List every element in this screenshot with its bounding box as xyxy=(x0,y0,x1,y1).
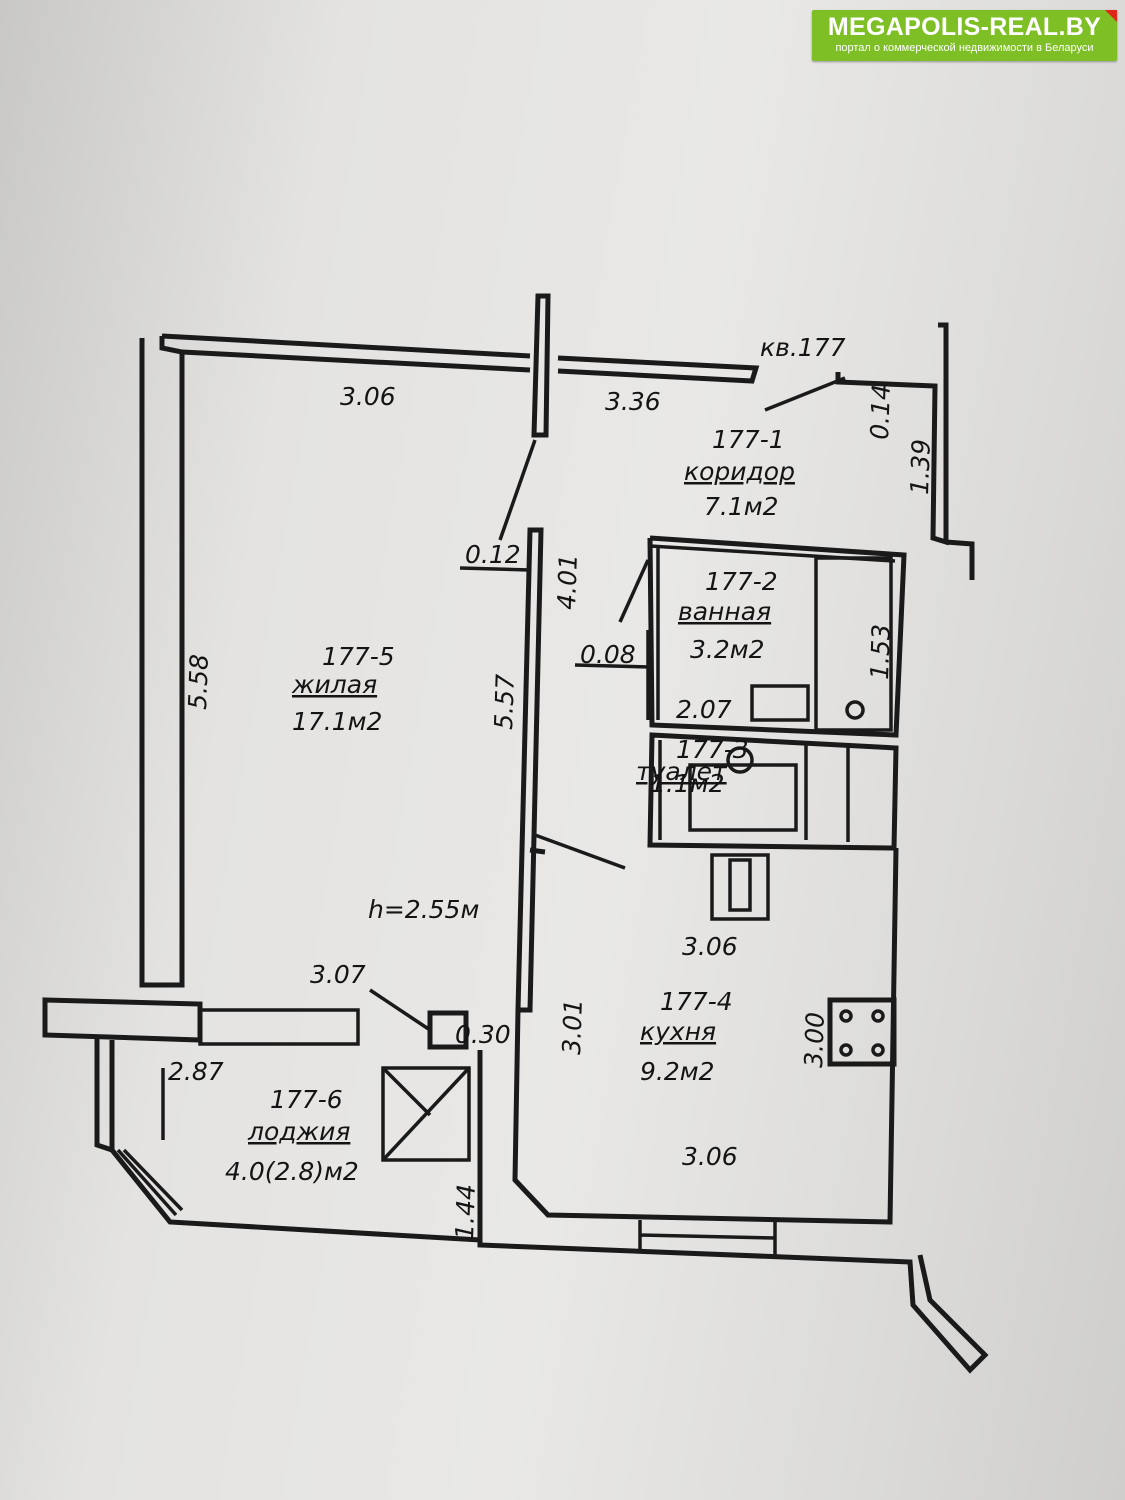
stove-burner-icon xyxy=(871,1009,885,1023)
room-loggia-name: лоджия xyxy=(247,1117,350,1146)
walls xyxy=(42,293,989,1374)
wall-loggia-left xyxy=(94,1035,115,1154)
dim-kitchen-left: 3.01 xyxy=(557,999,588,1056)
dim-corridor-top: 3.36 xyxy=(605,387,661,416)
stove-burner-icon xyxy=(871,1043,885,1057)
dim-loggia-left: 2.87 xyxy=(168,1057,224,1086)
apartment-label: кв.177 xyxy=(760,333,846,362)
dim-corridor-right: 1.39 xyxy=(905,439,936,496)
wall-corridor-tail xyxy=(945,539,975,580)
room-loggia-area: 4.0(2.8)м2 xyxy=(225,1157,359,1186)
room-living-area: 17.1м2 xyxy=(292,707,382,736)
room-kitchen-area: 9.2м2 xyxy=(640,1057,715,1086)
kitchen-sink xyxy=(710,853,770,921)
dim-bath-bottom: 2.07 xyxy=(676,695,732,724)
room-corridor-id: 177-1 xyxy=(712,425,785,454)
leader-partition xyxy=(574,559,651,669)
toilet-fixture xyxy=(688,763,798,832)
bathtub xyxy=(814,556,893,732)
wall-kitchen xyxy=(512,847,899,1225)
room-kitchen-name: кухня xyxy=(640,1017,716,1046)
watermark-site: MEGAPOLIS-REAL.BY xyxy=(827,13,1102,41)
stove xyxy=(827,997,897,1067)
dim-bath-right: 1.53 xyxy=(865,624,896,681)
dim-kitchen-bottom: 3.06 xyxy=(682,1142,738,1171)
dim-wall-b: 0.30 xyxy=(455,1020,511,1049)
room-bath-area: 3.2м2 xyxy=(690,635,765,664)
wall-living-bottom-left xyxy=(42,997,203,1043)
dim-living-top: 3.06 xyxy=(340,382,396,411)
kitchen-window xyxy=(638,1220,777,1255)
wall-bathroom xyxy=(647,535,907,738)
dim-living-right: 5.57 xyxy=(489,673,520,730)
dim-loggia-right: 1.44 xyxy=(450,1184,481,1241)
watermark-badge: MEGAPOLIS-REAL.BY портал о коммерческой … xyxy=(812,10,1117,61)
leader-kitchen-door xyxy=(534,833,626,870)
dim-kitchen-right: 3.00 xyxy=(799,1012,830,1069)
wall-loggia-glazing xyxy=(116,1148,184,1217)
dim-partition: 0.08 xyxy=(580,640,636,669)
room-bath-id: 177-2 xyxy=(705,567,778,596)
toilet-bowl-icon xyxy=(726,746,754,774)
room-toilet-name: туалет xyxy=(636,757,728,786)
room-bath-name: ванная xyxy=(678,597,771,626)
kitchen-sink-basin xyxy=(728,858,752,912)
stove-burner-icon xyxy=(839,1043,853,1057)
room-corridor-area: 7.1м2 xyxy=(704,492,779,521)
dim-living-left: 5.58 xyxy=(183,654,214,711)
room-living-id: 177-5 xyxy=(322,642,395,671)
leader-wall-a xyxy=(459,439,537,572)
bath-sink xyxy=(750,684,810,722)
wall-partition-living xyxy=(515,527,544,1013)
watermark-corner-icon xyxy=(1105,10,1117,22)
loggia-unit-cross xyxy=(381,1066,471,1162)
room-toilet-id: 177-3 xyxy=(676,735,749,764)
watermark-tagline: портал о коммерческой недвижимости в Бел… xyxy=(835,42,1094,54)
room-corridor-name: коридор xyxy=(684,457,795,486)
labels: кв.177 3.06 3.36 0.14 1.39 177-1 коридор… xyxy=(168,333,936,1240)
wall-top-left xyxy=(161,333,531,373)
dim-corridor-left: 4.01 xyxy=(552,554,583,611)
wall-toilet-inner xyxy=(658,740,850,842)
leader-wall-b xyxy=(369,988,431,1032)
living-window xyxy=(198,1008,360,1046)
wall-loggia-outer xyxy=(110,1050,483,1243)
wall-outer-bottom xyxy=(477,1180,989,1374)
dim-kitchen-top: 3.06 xyxy=(682,932,738,961)
dim-living-bottom: 3.07 xyxy=(310,960,366,989)
loggia-unit xyxy=(381,1066,471,1162)
room-loggia-id: 177-6 xyxy=(270,1085,343,1114)
dim-corridor-ledge: 0.14 xyxy=(865,384,896,441)
wall-kitchen-top xyxy=(529,847,546,855)
leader-apartment xyxy=(764,376,846,412)
room-kitchen-id: 177-4 xyxy=(660,987,733,1016)
room-toilet-area: 1.1м2 xyxy=(650,769,725,798)
stove-burner-icon xyxy=(839,1009,853,1023)
room-living-name: жилая xyxy=(291,670,377,699)
wall-top-right xyxy=(557,355,760,384)
ceiling-height: h=2.55м xyxy=(368,895,479,924)
dim-wall-a: 0.12 xyxy=(465,540,521,569)
wall-outer-left xyxy=(139,336,185,988)
wall-stub-top xyxy=(531,293,551,438)
bathtub-drain-icon xyxy=(845,700,865,720)
